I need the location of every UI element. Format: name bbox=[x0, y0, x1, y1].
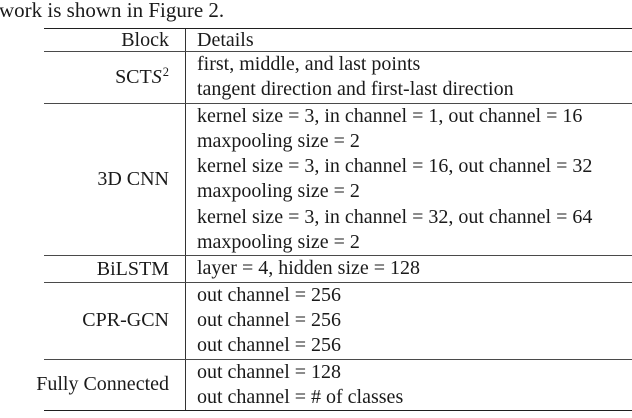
block-label: BiLSTM bbox=[96, 257, 169, 280]
detail-line: out channel = 256 bbox=[197, 308, 342, 331]
block-cell: CPR-GCN bbox=[44, 282, 186, 359]
block-label: CPR-GCN bbox=[82, 309, 169, 332]
header-details-cell: Details bbox=[186, 29, 632, 51]
block-cell: Fully Connected bbox=[36, 359, 186, 411]
block-label-superscript: 2 bbox=[162, 64, 169, 79]
details-cell: layer = 4, hidden size = 128 bbox=[186, 256, 632, 281]
detail-line: kernel size = 3, in channel = 1, out cha… bbox=[197, 104, 583, 127]
table-header-row: Block Details bbox=[44, 29, 632, 52]
detail-line: out channel = 128 bbox=[197, 360, 342, 383]
detail-line: tangent direction and first-last directi… bbox=[197, 78, 514, 101]
header-details-label: Details bbox=[197, 29, 254, 51]
paragraph-fragment: work is shown in Figure 2. bbox=[0, 0, 225, 22]
detail-line: first, middle, and last points bbox=[197, 53, 421, 75]
details-cell: first, middle, and last points tangent di… bbox=[186, 52, 632, 103]
header-block-cell: Block bbox=[44, 29, 186, 51]
block-label: SCTS2 bbox=[115, 64, 169, 88]
detail-line: out channel = 256 bbox=[197, 334, 342, 357]
detail-line: out channel = # of classes bbox=[197, 385, 404, 408]
block-cell: BiLSTM bbox=[44, 256, 186, 282]
block-label: 3D CNN bbox=[97, 167, 169, 190]
detail-line: out channel = 256 bbox=[197, 283, 342, 306]
block-cell: SCTS2 bbox=[44, 52, 186, 103]
header-block-label: Block bbox=[121, 29, 169, 51]
detail-line: layer = 4, hidden size = 128 bbox=[197, 257, 421, 280]
table-rows: SCTS2 first, middle, and last points tange… bbox=[36, 52, 632, 411]
table-row: SCTS2 first, middle, and last points tange… bbox=[44, 52, 632, 104]
table-row: 3D CNN kernel size = 3, in channel = 1, o… bbox=[44, 103, 632, 257]
block-label: Fully Connected bbox=[36, 373, 169, 396]
detail-line: kernel size = 3, in channel = 32, out ch… bbox=[197, 205, 593, 228]
details-cell: kernel size = 3, in channel = 1, out cha… bbox=[186, 104, 632, 256]
block-label-variable: S bbox=[151, 65, 162, 88]
table-row: BiLSTM layer = 4, hidden size = 128 bbox=[44, 256, 632, 283]
detail-line: maxpooling size = 2 bbox=[197, 129, 360, 152]
detail-line: kernel size = 3, in channel = 16, out ch… bbox=[197, 155, 593, 178]
block-details-table: Block Details SCTS2 first, middle, and la… bbox=[36, 28, 632, 412]
block-cell: 3D CNN bbox=[44, 103, 186, 256]
detail-line: maxpooling size = 2 bbox=[197, 231, 360, 254]
detail-line: maxpooling size = 2 bbox=[197, 180, 360, 203]
